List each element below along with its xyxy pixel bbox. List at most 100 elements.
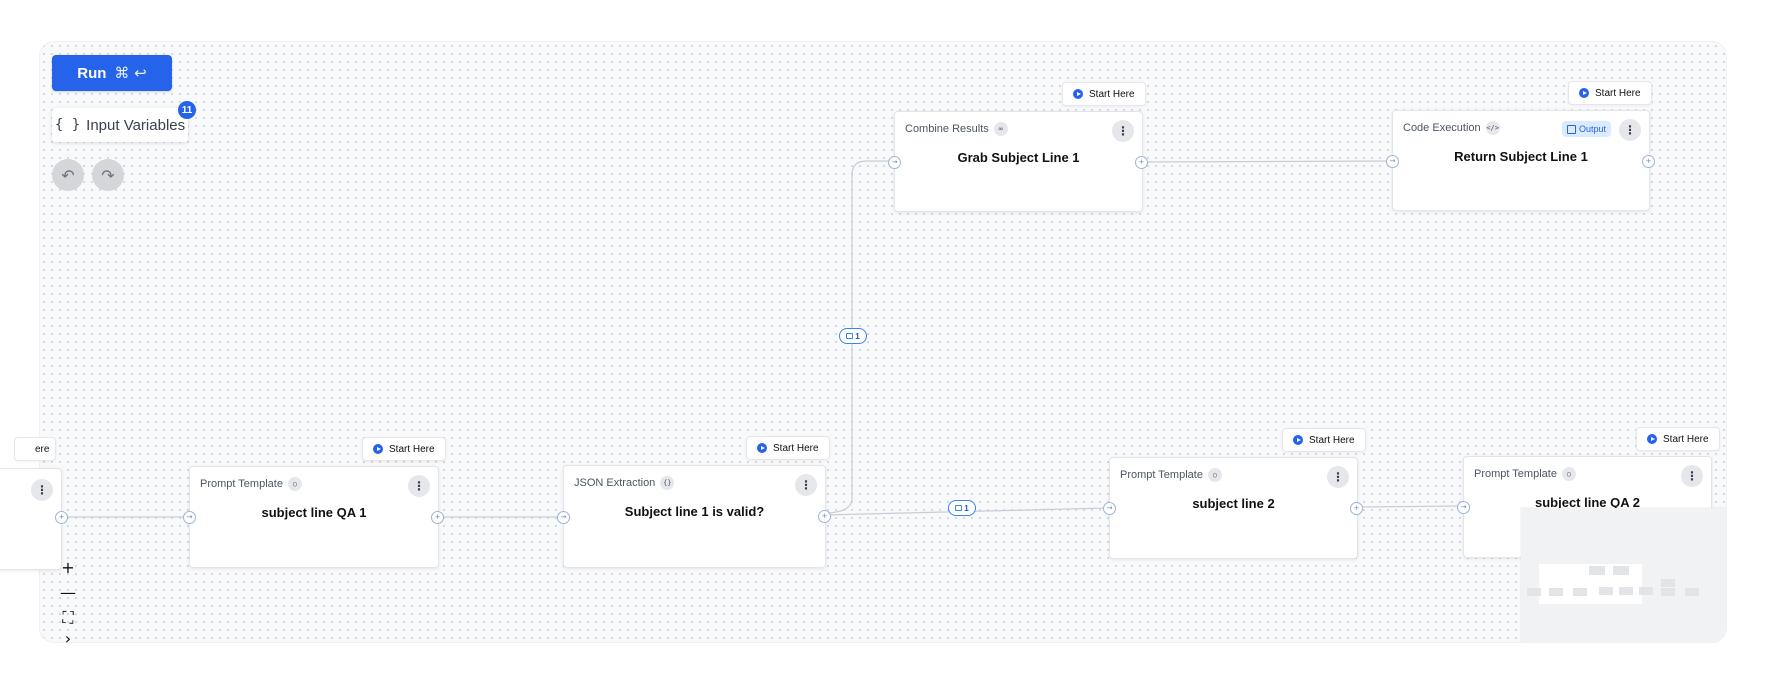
minimap-node [1573,588,1587,596]
output-badge-label: Output [1578,124,1606,134]
node-type-label: Code Execution [1403,122,1481,134]
link-icon: ∞ [993,122,1008,136]
node-output-handle[interactable]: + [818,510,831,523]
node-title: subject line QA 2 [1535,495,1640,510]
node-output-handle[interactable]: + [1642,155,1655,168]
node-type-label: Prompt Template [200,478,283,490]
node-input-handle[interactable]: → [1457,501,1470,514]
start-here-label: Start Here [1595,87,1641,99]
node-title: Grab Subject Line 1 [957,150,1080,165]
minimap[interactable] [1521,508,1726,642]
start-here-label: Start Here [1309,434,1355,446]
start-here-label: Start Here [389,443,435,455]
more-options-icon[interactable]: ⋮ [795,474,817,496]
start-here-button[interactable]: Start Here [746,436,830,460]
braces-icon: { } [54,117,81,133]
node-type: Combine Results ∞ [905,122,1008,136]
message-icon: ○ [287,477,302,491]
more-controls-button[interactable]: › [64,630,72,646]
input-variables-count-badge: 11 [178,101,196,119]
workflow-node[interactable]: Prompt Template ○ ⋮ subject line 2 [1109,457,1358,559]
redo-button[interactable]: ↷ [92,159,124,191]
workflow-node[interactable]: Prompt Template ○ ⋮ subject line QA 1 [189,466,439,568]
input-variables-button[interactable]: { } Input Variables 11 [52,101,196,142]
code-icon: </> [1485,121,1500,135]
input-variables-label: Input Variables [86,116,186,134]
workflow-node[interactable]: Combine Results ∞ ⋮ Grab Subject Line 1 [894,111,1143,212]
node-type: Code Execution </> [1403,121,1500,135]
node-input-handle[interactable]: → [1386,155,1399,168]
start-here-button[interactable]: Start Here [1282,428,1366,452]
node-type-label: Prompt Template [1120,469,1203,481]
node-type-label: JSON Extraction [574,477,656,489]
minimap-node [1527,588,1541,596]
start-here-button[interactable]: Start Here [1636,427,1720,451]
minimap-node [1619,587,1633,595]
more-options-icon[interactable]: ⋮ [31,479,53,501]
run-label: Run [77,64,107,82]
start-here-label: Start Here [773,442,819,454]
start-here-button-partial[interactable]: ere [14,437,57,461]
undo-button[interactable]: ↶ [52,159,84,191]
zoom-in-button[interactable]: + [61,558,75,577]
minimap-node [1639,587,1653,595]
redo-icon: ↷ [101,165,115,185]
edge-label-count: 1 [964,503,969,513]
play-icon [1293,435,1303,445]
node-type-label: Prompt Template [1474,468,1557,480]
minimap-node [1599,587,1613,595]
more-options-icon[interactable]: ⋮ [408,475,430,497]
more-options-icon[interactable]: ⋮ [1327,466,1349,488]
minimap-node [1661,579,1675,587]
node-type-label: Combine Results [905,123,989,135]
workflow-node[interactable]: JSON Extraction {} ⋮ Subject line 1 is v… [563,465,826,568]
zoom-out-button[interactable]: — [60,583,76,602]
node-input-handle[interactable]: → [557,511,570,524]
play-icon [1073,89,1083,99]
more-options-icon[interactable]: ⋮ [1619,119,1641,141]
branch-icon [846,333,854,339]
node-output-handle[interactable]: + [55,511,68,524]
start-here-label: Start Here [1663,433,1709,445]
minimap-node [1685,588,1699,596]
more-options-icon[interactable]: ⋮ [1681,465,1703,487]
edge-label[interactable]: 1 [948,500,976,516]
node-input-handle[interactable]: → [1103,502,1116,515]
node-type: Prompt Template ○ [200,477,302,491]
start-here-button[interactable]: Start Here [362,437,446,461]
minimap-node [1661,588,1675,596]
node-output-handle[interactable]: + [431,511,444,524]
node-title: Return Subject Line 1 [1454,149,1588,164]
node-type: JSON Extraction {} [574,476,675,490]
node-type: Prompt Template ○ [1120,468,1222,482]
output-icon [1566,124,1576,134]
node-title: subject line 2 [1192,496,1275,511]
start-here-label: ere [35,443,50,455]
edge-label-count: 1 [855,331,860,341]
zoom-controls: + — ⛶ › [52,555,84,646]
fit-view-button[interactable]: ⛶ [62,607,74,627]
node-input-handle[interactable]: → [888,156,901,169]
play-icon [1647,434,1657,444]
run-shortcut: ⌘ ↩ [114,64,147,82]
undo-icon: ↶ [61,165,75,185]
more-options-icon[interactable]: ⋮ [1112,120,1134,142]
message-icon: ○ [1561,467,1576,481]
play-icon [373,444,383,454]
message-icon: ○ [1207,468,1222,482]
node-input-handle[interactable]: → [183,511,196,524]
start-here-button[interactable]: Start Here [1568,81,1652,105]
minimap-node [1589,566,1605,575]
node-output-handle[interactable]: + [1135,156,1148,169]
start-here-button[interactable]: Start Here [1062,82,1146,106]
start-here-label: Start Here [1089,88,1135,100]
run-button[interactable]: Run ⌘ ↩ [52,55,172,91]
edge-label[interactable]: 1 [839,328,867,344]
minimap-node [1549,588,1563,596]
output-badge: Output [1561,121,1611,137]
braces-icon: {} [660,476,675,490]
node-output-handle[interactable]: + [1350,502,1363,515]
workflow-node-partial[interactable]: ⋮ [0,468,62,570]
branch-icon [955,505,963,511]
workflow-node[interactable]: Code Execution </> Output ⋮ Return Subje… [1392,110,1650,211]
